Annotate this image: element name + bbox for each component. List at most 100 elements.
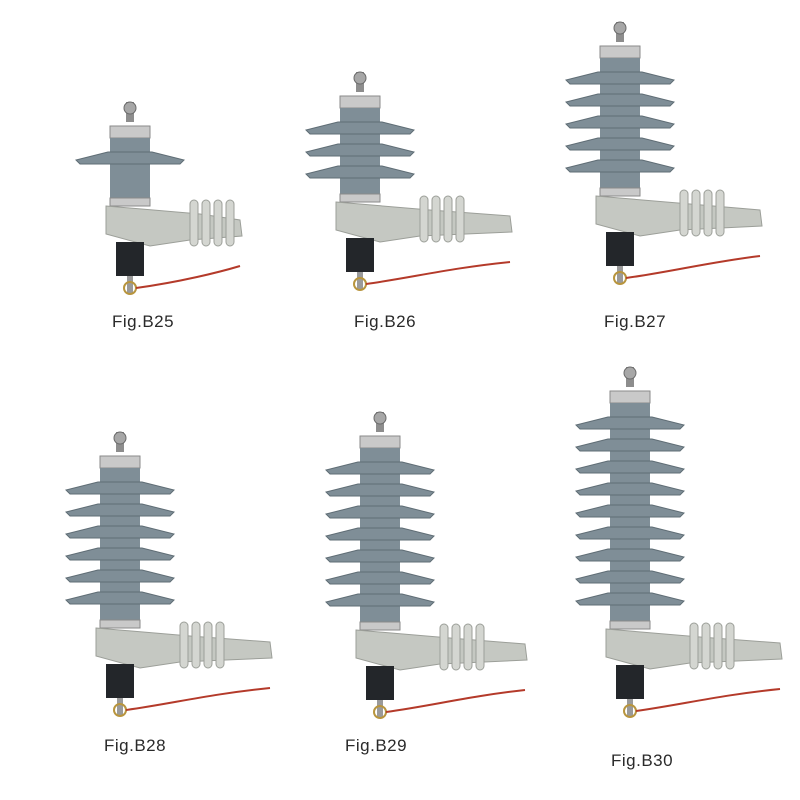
ground-stud bbox=[377, 700, 383, 718]
bracket-fin bbox=[215, 621, 225, 669]
insulator-shed bbox=[325, 461, 435, 475]
bracket-fin bbox=[725, 622, 735, 670]
top-metal-cap bbox=[609, 390, 651, 404]
bracket-fin bbox=[189, 199, 199, 247]
insulator-shed bbox=[575, 592, 685, 606]
bottom-metal-ring bbox=[339, 193, 381, 203]
top-metal-cap bbox=[359, 435, 401, 449]
insulator-shed bbox=[565, 137, 675, 151]
insulator-shed bbox=[325, 483, 435, 497]
ground-wire bbox=[625, 255, 761, 279]
disconnector-base bbox=[346, 238, 374, 272]
insulator-shed bbox=[565, 159, 675, 173]
bracket-fin bbox=[201, 199, 211, 247]
top-metal-cap bbox=[339, 95, 381, 109]
bracket-fin bbox=[439, 623, 449, 671]
caption-fig-b28: Fig.B28 bbox=[104, 736, 167, 755]
bracket-fin bbox=[431, 195, 441, 243]
bottom-metal-ring bbox=[609, 620, 651, 630]
insulator-shed bbox=[575, 504, 685, 518]
disconnector-base bbox=[366, 666, 394, 700]
insulator-shed bbox=[325, 593, 435, 607]
caption-fig-b30: Fig.B30 bbox=[611, 751, 674, 770]
insulator-shed bbox=[75, 151, 185, 165]
bracket-fin bbox=[225, 199, 235, 247]
terminal-nut bbox=[353, 71, 367, 85]
terminal-nut bbox=[113, 431, 127, 445]
insulator-shed bbox=[575, 460, 685, 474]
top-metal-cap bbox=[99, 455, 141, 469]
insulator-shed bbox=[65, 569, 175, 583]
ground-stud bbox=[117, 698, 123, 716]
insulator-shed bbox=[575, 526, 685, 540]
insulator-shed bbox=[325, 527, 435, 541]
arrester-figure-b26 bbox=[300, 60, 530, 295]
ground-wire bbox=[125, 687, 271, 711]
arrester-figure-b28 bbox=[60, 420, 290, 725]
bracket-fin bbox=[703, 189, 713, 237]
terminal-nut bbox=[123, 101, 137, 115]
bracket-fin bbox=[691, 189, 701, 237]
ground-wire bbox=[365, 261, 511, 285]
bracket-fin bbox=[451, 623, 461, 671]
bracket-fin bbox=[689, 622, 699, 670]
insulator-shed bbox=[325, 571, 435, 585]
bracket-fin bbox=[715, 189, 725, 237]
insulator-shed bbox=[305, 143, 415, 157]
insulator-shed bbox=[565, 115, 675, 129]
insulator-body bbox=[110, 138, 150, 198]
caption-fig-b27: Fig.B27 bbox=[604, 312, 667, 331]
arrester-b25-image bbox=[75, 101, 243, 295]
arrester-figure-b27 bbox=[560, 10, 780, 295]
arrester-b28-image bbox=[65, 431, 273, 717]
caption-fig-b25: Fig.B25 bbox=[112, 312, 175, 331]
arrester-figure-b29 bbox=[320, 400, 545, 725]
insulator-shed bbox=[305, 165, 415, 179]
ground-stud bbox=[127, 276, 133, 294]
bracket-fin bbox=[443, 195, 453, 243]
bracket-fin bbox=[191, 621, 201, 669]
terminal-nut bbox=[373, 411, 387, 425]
ground-wire bbox=[635, 688, 781, 712]
disconnector-base bbox=[616, 665, 644, 699]
ground-stud bbox=[627, 699, 633, 717]
bracket-fin bbox=[203, 621, 213, 669]
arrester-b26-image bbox=[305, 71, 513, 291]
ground-wire bbox=[385, 689, 526, 713]
insulator-shed bbox=[65, 525, 175, 539]
bracket-fin bbox=[713, 622, 723, 670]
insulator-shed bbox=[575, 416, 685, 430]
insulator-shed bbox=[65, 481, 175, 495]
disconnector-base bbox=[106, 664, 134, 698]
bottom-metal-ring bbox=[109, 197, 151, 207]
bracket-fin bbox=[701, 622, 711, 670]
terminal-nut bbox=[613, 21, 627, 35]
insulator-shed bbox=[325, 549, 435, 563]
arrester-b27-image bbox=[565, 21, 763, 285]
insulator-shed bbox=[305, 121, 415, 135]
insulator-shed bbox=[575, 570, 685, 584]
insulator-shed bbox=[565, 71, 675, 85]
arrester-b29-image bbox=[325, 411, 528, 719]
ground-wire bbox=[135, 265, 241, 289]
terminal-nut bbox=[623, 366, 637, 380]
insulator-shed bbox=[565, 93, 675, 107]
bracket-fin bbox=[679, 189, 689, 237]
caption-fig-b26: Fig.B26 bbox=[354, 312, 417, 331]
insulator-shed bbox=[575, 482, 685, 496]
bracket-fin bbox=[419, 195, 429, 243]
bracket-fin bbox=[455, 195, 465, 243]
insulator-shed bbox=[575, 438, 685, 452]
insulator-shed bbox=[325, 505, 435, 519]
bracket-fin bbox=[475, 623, 485, 671]
ground-stud bbox=[357, 272, 363, 290]
arrester-figure-b25 bbox=[70, 90, 260, 300]
top-metal-cap bbox=[599, 45, 641, 59]
insulator-shed bbox=[65, 591, 175, 605]
ground-stud bbox=[617, 266, 623, 284]
bracket-fin bbox=[179, 621, 189, 669]
insulator-shed bbox=[65, 547, 175, 561]
top-metal-cap bbox=[109, 125, 151, 139]
bracket-fin bbox=[213, 199, 223, 247]
caption-fig-b29: Fig.B29 bbox=[345, 736, 408, 755]
